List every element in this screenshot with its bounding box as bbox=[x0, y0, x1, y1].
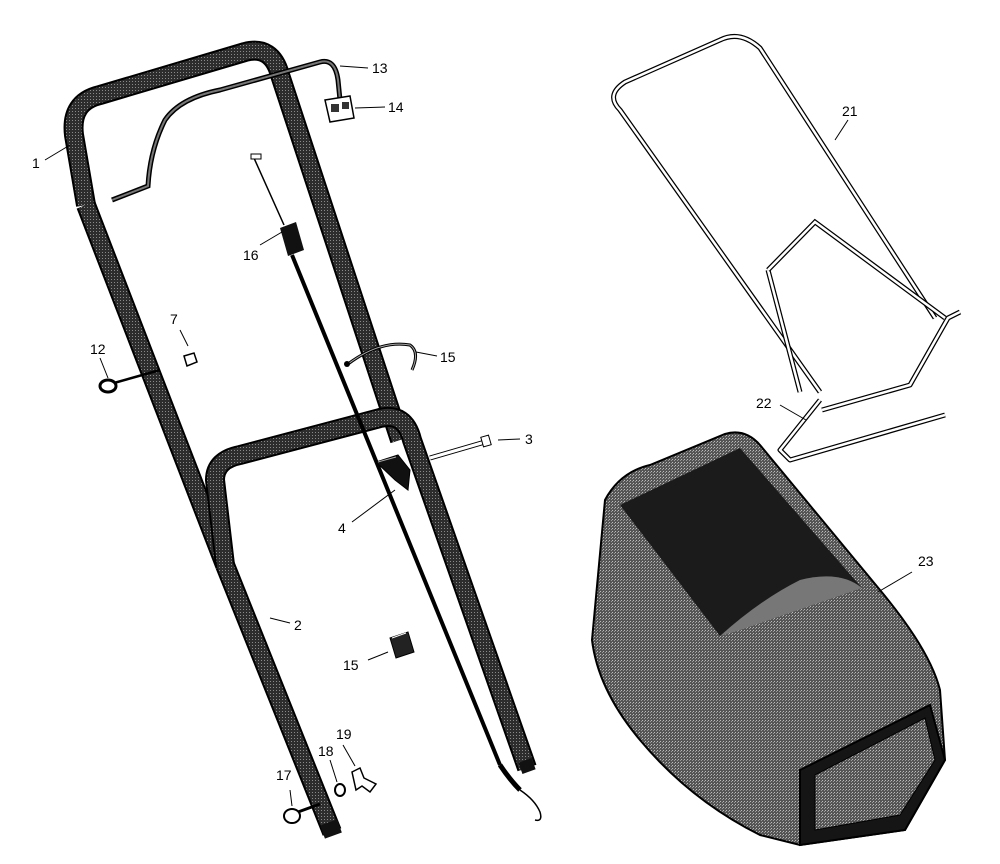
washer bbox=[334, 783, 346, 797]
callout-13: 13 bbox=[372, 60, 388, 76]
callout-1: 1 bbox=[32, 155, 40, 171]
callout-4: 4 bbox=[338, 520, 346, 536]
bail-cable bbox=[111, 58, 343, 203]
callout-15-tie: 15 bbox=[440, 349, 456, 365]
handle-knob bbox=[375, 454, 411, 491]
bag-frame bbox=[611, 33, 962, 413]
callout-17: 17 bbox=[276, 767, 292, 783]
cable-bracket bbox=[324, 95, 355, 123]
callout-18: 18 bbox=[318, 743, 334, 759]
callout-12: 12 bbox=[90, 341, 106, 357]
callout-3: 3 bbox=[525, 431, 533, 447]
callout-2: 2 bbox=[294, 617, 302, 633]
callout-21: 21 bbox=[842, 103, 858, 119]
callout-7: 7 bbox=[170, 311, 178, 327]
callout-23: 23 bbox=[918, 553, 934, 569]
wing-nut bbox=[351, 766, 378, 794]
callout-16: 16 bbox=[243, 247, 259, 263]
control-cable bbox=[250, 153, 542, 822]
upper-handle bbox=[63, 40, 410, 569]
callout-labels: 1 2 3 4 7 12 13 14 15 15 16 17 18 19 21 … bbox=[32, 60, 934, 783]
callout-19: 19 bbox=[336, 726, 352, 742]
eye-bolt bbox=[98, 352, 198, 394]
grass-bag bbox=[590, 431, 947, 847]
carriage-bolt bbox=[283, 802, 321, 824]
callout-15-clip: 15 bbox=[343, 657, 359, 673]
bolt bbox=[429, 434, 492, 461]
bag-frame-lower bbox=[777, 398, 946, 463]
cable-tie bbox=[344, 342, 417, 371]
lower-handle bbox=[205, 407, 537, 839]
cable-clip bbox=[389, 631, 415, 659]
callout-14: 14 bbox=[388, 99, 404, 115]
callout-22: 22 bbox=[756, 395, 772, 411]
leader-lines bbox=[44, 65, 913, 807]
